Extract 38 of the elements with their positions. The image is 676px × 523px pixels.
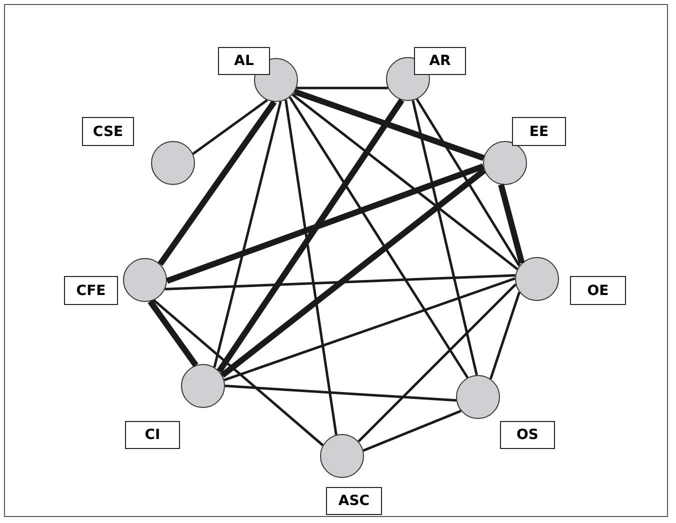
connector-line [192, 99, 268, 155]
connector-line [362, 410, 462, 452]
node-label: AL [218, 47, 270, 75]
connector-line [220, 168, 486, 378]
connector-line [489, 292, 521, 380]
circle-node [320, 434, 364, 478]
node-label: CI [125, 421, 180, 449]
node-label: OS [500, 421, 555, 449]
connector-line [166, 163, 484, 284]
node-label: ASC [326, 487, 382, 515]
connector-line [416, 98, 520, 266]
connector-line [294, 88, 485, 161]
node-label: AR [414, 47, 466, 75]
connector-line [292, 94, 518, 270]
connector-line [216, 98, 404, 373]
circle-node [515, 257, 559, 301]
connector-line [148, 300, 198, 367]
connector-line [288, 96, 469, 378]
connector-line [284, 100, 338, 435]
connector-line [498, 184, 525, 264]
node-label: EE [512, 117, 566, 146]
connector-line [296, 86, 388, 90]
circle-node [123, 258, 167, 302]
connector-line [164, 274, 516, 290]
connector-line [358, 283, 517, 442]
connector-line [153, 299, 324, 446]
node-label: CSE [82, 117, 134, 146]
connector-line [224, 384, 456, 402]
circle-node [483, 141, 527, 185]
circle-node [181, 364, 225, 408]
connector-line [158, 100, 277, 266]
connector-line [224, 277, 516, 382]
node-label: CFE [64, 276, 118, 305]
connector-line [412, 100, 478, 376]
node-label: OE [570, 276, 626, 305]
connector-line [213, 101, 282, 368]
circle-node [151, 141, 195, 185]
circle-node [456, 375, 500, 419]
